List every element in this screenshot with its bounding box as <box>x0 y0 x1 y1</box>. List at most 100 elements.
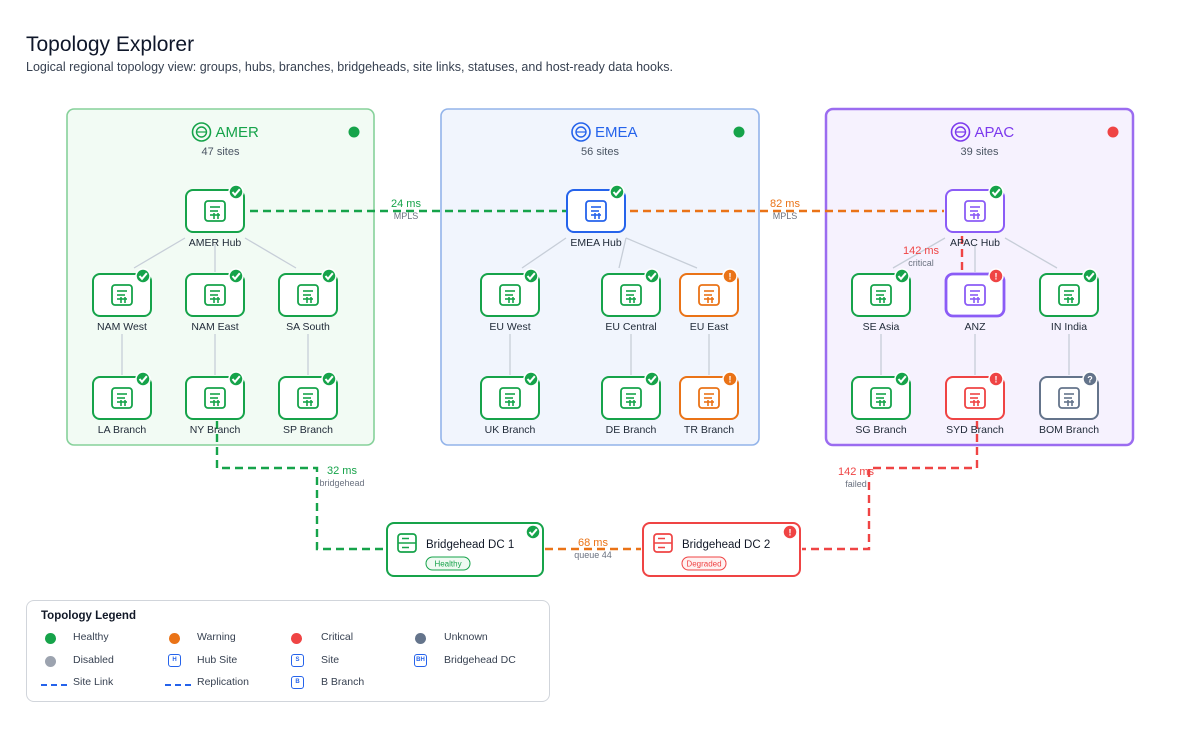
bridgehead-bh2-badge <box>681 556 727 571</box>
legend-warning: Warning <box>197 631 236 643</box>
branch-apac-2-label: BOM Branch <box>1039 424 1099 436</box>
hub-emea-label: EMEA Hub <box>570 237 622 249</box>
hub-apac-status-icon <box>988 184 1004 200</box>
bridgehead-bh2-label: Bridgehead DC 2 <box>682 539 770 551</box>
legend-disabled: Disabled <box>73 654 114 666</box>
branch-amer-2-label: SP Branch <box>283 424 333 436</box>
site-icon: S <box>291 654 304 667</box>
page-subtitle: Logical regional topology view: groups, … <box>26 60 673 74</box>
hub-emea-status-icon <box>609 184 625 200</box>
warning-dot-icon <box>169 633 180 644</box>
site-apac-2-label: IN India <box>1051 321 1087 333</box>
connector-emea-hub-site-1 <box>618 237 627 269</box>
hub-apac-server-icon <box>964 200 986 222</box>
connector-amer-hub-site-2 <box>244 237 297 269</box>
branch-amer-0-server-icon <box>111 387 133 409</box>
branch-emea-2-status-icon: ! <box>722 371 738 387</box>
site-emea-0-label: EU West <box>489 321 530 333</box>
legend-bridgehead: Bridgehead DC <box>444 654 516 666</box>
link-syd-bh2-label-latency: 142 ms <box>838 466 875 478</box>
link-apac-hub-anz-label-detail: critical <box>908 258 934 268</box>
branch-apac-0-server-icon <box>870 387 892 409</box>
group-apac-globe-icon <box>950 122 971 142</box>
branch-apac-1-status-icon: ! <box>988 371 1004 387</box>
connector-apac-hub-site-2 <box>1004 237 1058 269</box>
legend-branch: B Branch <box>321 676 365 688</box>
bridgehead-icon: BH <box>414 654 427 667</box>
bridgehead-bh1-badge <box>425 556 471 571</box>
bridgehead-bh2-badge-label: Degraded <box>686 560 721 569</box>
branch-emea-2-label: TR Branch <box>684 424 734 436</box>
site-amer-0-server-icon <box>111 284 133 306</box>
link-ny-bh1[interactable] <box>215 421 387 551</box>
site-apac-0-server-icon <box>870 284 892 306</box>
site-emea-2-server-icon <box>698 284 720 306</box>
branch-emea-1-status-icon <box>644 371 660 387</box>
legend-unknown: Unknown <box>444 631 488 643</box>
bridgehead-bh1[interactable]: Healthy <box>386 522 544 577</box>
link-ny-bh1-label-latency: 32 ms <box>327 465 357 477</box>
branch-emea-1-server-icon <box>620 387 642 409</box>
svg-text:!: ! <box>995 374 998 384</box>
link-amer-emea-label-latency: 24 ms <box>391 198 421 210</box>
branch-amer-2-status-icon <box>321 371 337 387</box>
site-emea-1-label: EU Central <box>605 321 656 333</box>
link-emea-apac-label-detail: MPLS <box>773 211 798 221</box>
connector-amer-hub-site-0 <box>133 237 186 269</box>
site-amer-2-status-icon <box>321 268 337 284</box>
site-apac-0-label: SE Asia <box>863 321 900 333</box>
site-apac-2-status-icon <box>1082 268 1098 284</box>
site-apac-2-server-icon <box>1058 284 1080 306</box>
bridgehead-bh1-status-icon <box>525 524 541 540</box>
link-syd-bh2-label-detail: failed <box>845 479 867 489</box>
site-amer-2-label: SA South <box>286 321 330 333</box>
site-amer-1-status-icon <box>228 268 244 284</box>
healthy-dot-icon <box>45 633 56 644</box>
bridgehead-bh2-server-icon <box>653 533 673 553</box>
branch-apac-1-label: SYD Branch <box>946 424 1004 436</box>
branch-emea-0-label: UK Branch <box>485 424 536 436</box>
link-amer-emea-label-detail: MPLS <box>394 211 419 221</box>
link-syd-bh2[interactable] <box>802 421 979 551</box>
group-emea-globe-icon <box>571 122 591 142</box>
group-amer-globe-icon <box>191 122 212 142</box>
unknown-dot-icon <box>415 633 426 644</box>
link-bh1-bh2-label-latency: 68 ms <box>578 537 608 549</box>
bridgehead-bh1-label: Bridgehead DC 1 <box>426 539 514 551</box>
link-ny-bh1-label-detail: bridgehead <box>319 478 364 488</box>
bridgehead-bh1-badge-label: Healthy <box>434 560 461 569</box>
branch-icon: B <box>291 676 304 689</box>
site-apac-1-status-icon: ! <box>988 268 1004 284</box>
link-bh1-bh2-label-detail: queue 44 <box>574 550 612 560</box>
group-apac-count: 39 sites <box>961 146 999 158</box>
legend-site-link: Site Link <box>73 676 114 688</box>
hub-amer-label: AMER Hub <box>189 237 242 249</box>
branch-amer-2-server-icon <box>297 387 319 409</box>
branch-emea-0-server-icon <box>499 387 521 409</box>
branch-apac-2-server-icon <box>1058 387 1080 409</box>
site-apac-0-status-icon <box>894 268 910 284</box>
hub-amer-server-icon <box>204 200 226 222</box>
site-emea-0-status-icon <box>523 268 539 284</box>
legend-site: Site <box>321 654 340 666</box>
group-amer-name: AMER <box>216 124 260 141</box>
page-title: Topology Explorer <box>26 33 195 56</box>
branch-amer-0-status-icon <box>135 371 151 387</box>
site-amer-0-label: NAM West <box>97 321 147 333</box>
group-emea-container[interactable] <box>440 108 760 446</box>
link-emea-apac-label-latency: 82 ms <box>770 198 800 210</box>
site-emea-1-server-icon <box>620 284 642 306</box>
branch-apac-0-label: SG Branch <box>855 424 907 436</box>
bridgehead-bh2[interactable]: Degraded <box>642 522 801 577</box>
site-emea-2-label: EU East <box>690 321 729 333</box>
group-amer-count: 47 sites <box>202 146 240 158</box>
hub-site-icon: H <box>168 654 181 667</box>
disabled-dot-icon <box>45 656 56 667</box>
group-emea-status-icon <box>733 126 745 138</box>
critical-dot-icon <box>291 633 302 644</box>
connector-emea-hub-site-0 <box>521 237 567 269</box>
svg-text:?: ? <box>1087 374 1093 384</box>
legend-title: Topology Legend <box>41 610 136 622</box>
branch-apac-2-status-icon: ? <box>1082 371 1098 387</box>
